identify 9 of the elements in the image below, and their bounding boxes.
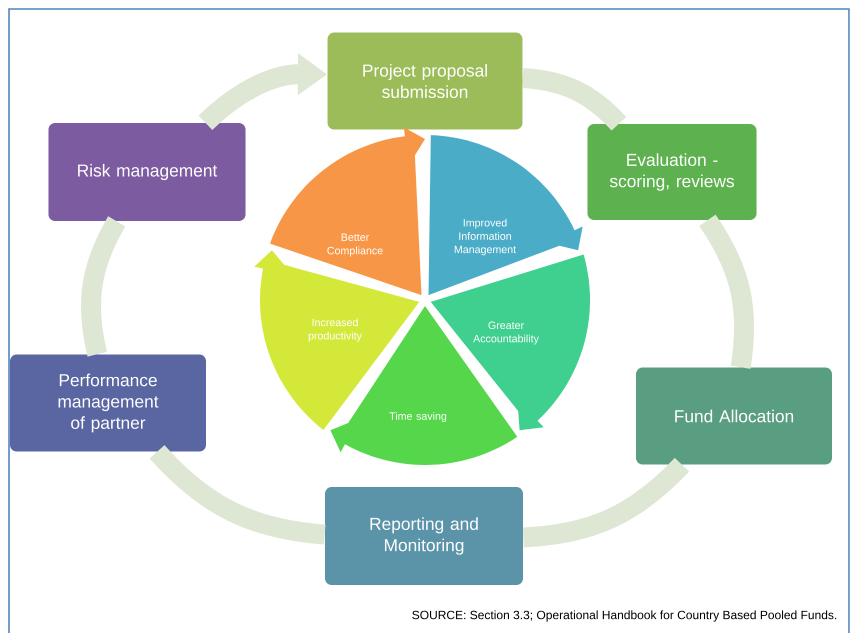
process-box: Risk management: [48, 123, 246, 221]
pie-segment: Improved Information Management: [428, 135, 583, 296]
process-box: Project proposal submission: [328, 32, 522, 130]
process-box: Fund Allocation: [636, 367, 832, 465]
pie-segment: Better Compliance: [270, 127, 425, 296]
process-box: Evaluation - scoring, reviews: [587, 124, 757, 220]
source-note: SOURCE: Section 3.3; Operational Handbook for Country Based Pooled Funds.: [412, 610, 836, 622]
process-box: Performance management of partner: [10, 354, 206, 452]
process-box: Reporting and Monitoring: [325, 487, 523, 585]
